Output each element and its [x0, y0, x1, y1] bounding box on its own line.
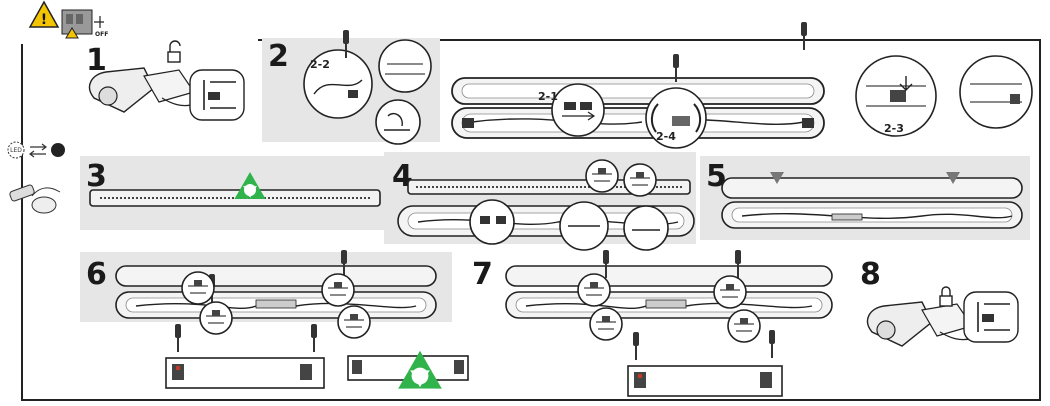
step-8-number: 8 — [860, 257, 881, 292]
step-2-number: 2 — [268, 39, 289, 74]
step-6-magnifier-a — [181, 271, 215, 305]
svg-text:LED: LED — [10, 147, 22, 154]
svg-text:!: ! — [41, 12, 47, 28]
step-1-latch-detail — [189, 69, 245, 121]
step-7-magnifier-c — [589, 307, 623, 341]
step-6-driver-board — [165, 357, 325, 389]
step-7-magnifier-d — [727, 309, 761, 343]
led-tube-removal-icon — [9, 184, 61, 214]
step-8-latch-detail — [963, 291, 1019, 343]
step-7-magnifier-a — [577, 273, 611, 307]
warning-triangle-icon: ! — [28, 0, 60, 28]
step-7-driver-board — [627, 365, 783, 397]
power-off-label: OFF — [95, 31, 108, 38]
step-2-clip-detail — [375, 99, 421, 145]
step-4-connector-magnifier-a — [585, 159, 619, 193]
step-6-old-board — [347, 355, 469, 381]
unlock-icon — [167, 40, 181, 63]
step-2-2-magnifier — [303, 49, 373, 119]
substep-2-2-label: 2-2 — [310, 58, 330, 71]
step-4-driver-magnifier — [559, 201, 609, 251]
led-icon: LED — [7, 141, 25, 159]
led-module-icon — [51, 143, 65, 157]
step-2-4-magnifier — [645, 87, 707, 149]
step-1-number: 1 — [86, 43, 107, 78]
step-6-magnifier-d — [337, 305, 371, 339]
step-4-connector-magnifier-b — [623, 163, 657, 197]
step-5-fixture — [721, 177, 1023, 229]
substep-2-1-label: 2-1 — [538, 90, 558, 103]
step-4-end-magnifier — [623, 205, 669, 251]
step-6-number: 6 — [86, 257, 107, 292]
step-7-magnifier-b — [713, 275, 747, 309]
step-7-fixture — [505, 265, 833, 319]
step-2-3-magnifier — [855, 55, 937, 137]
step-7-number: 7 — [472, 257, 493, 292]
outer-frame — [21, 39, 1041, 401]
step-3-number: 3 — [86, 159, 107, 194]
lock-icon — [939, 286, 953, 307]
step-5-press-arrow-right — [946, 172, 960, 184]
step-6-magnifier-b — [321, 273, 355, 307]
step-4-wire-magnifier — [469, 199, 515, 245]
step-6-fixture — [115, 265, 437, 319]
substep-2-3-label: 2-3 — [884, 122, 904, 135]
step-2-fixture — [451, 77, 825, 139]
substep-2-4-label: 2-4 — [656, 130, 676, 143]
electrical-panel-icon — [61, 9, 104, 39]
step-2-clip-magnifier — [378, 39, 432, 93]
step-6-magnifier-c — [199, 301, 233, 335]
step-2-3-result-magnifier — [959, 55, 1033, 129]
step-2-1-magnifier — [551, 83, 605, 137]
swap-arrows-icon — [29, 143, 47, 158]
step-5-press-arrow-left — [770, 172, 784, 184]
